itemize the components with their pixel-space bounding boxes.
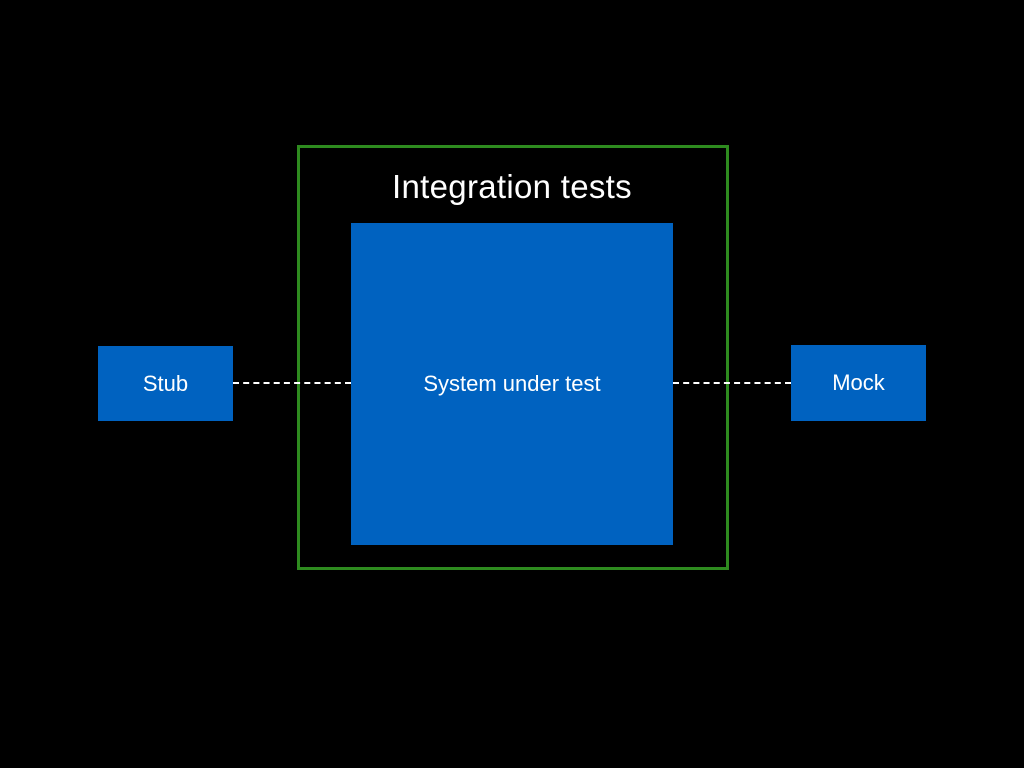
mock-box: Mock — [791, 345, 926, 421]
stub-box: Stub — [98, 346, 233, 421]
stub-label: Stub — [142, 370, 189, 396]
mock-connector-line — [673, 382, 791, 384]
system-under-test-label: System under test — [423, 371, 601, 396]
integration-tests-frame — [297, 145, 729, 570]
integration-tests-label: Integration tests — [392, 168, 632, 205]
stub-connector-line — [233, 382, 351, 384]
mock-label: Mock — [832, 370, 885, 395]
system-under-test-box: System under test — [351, 223, 673, 545]
